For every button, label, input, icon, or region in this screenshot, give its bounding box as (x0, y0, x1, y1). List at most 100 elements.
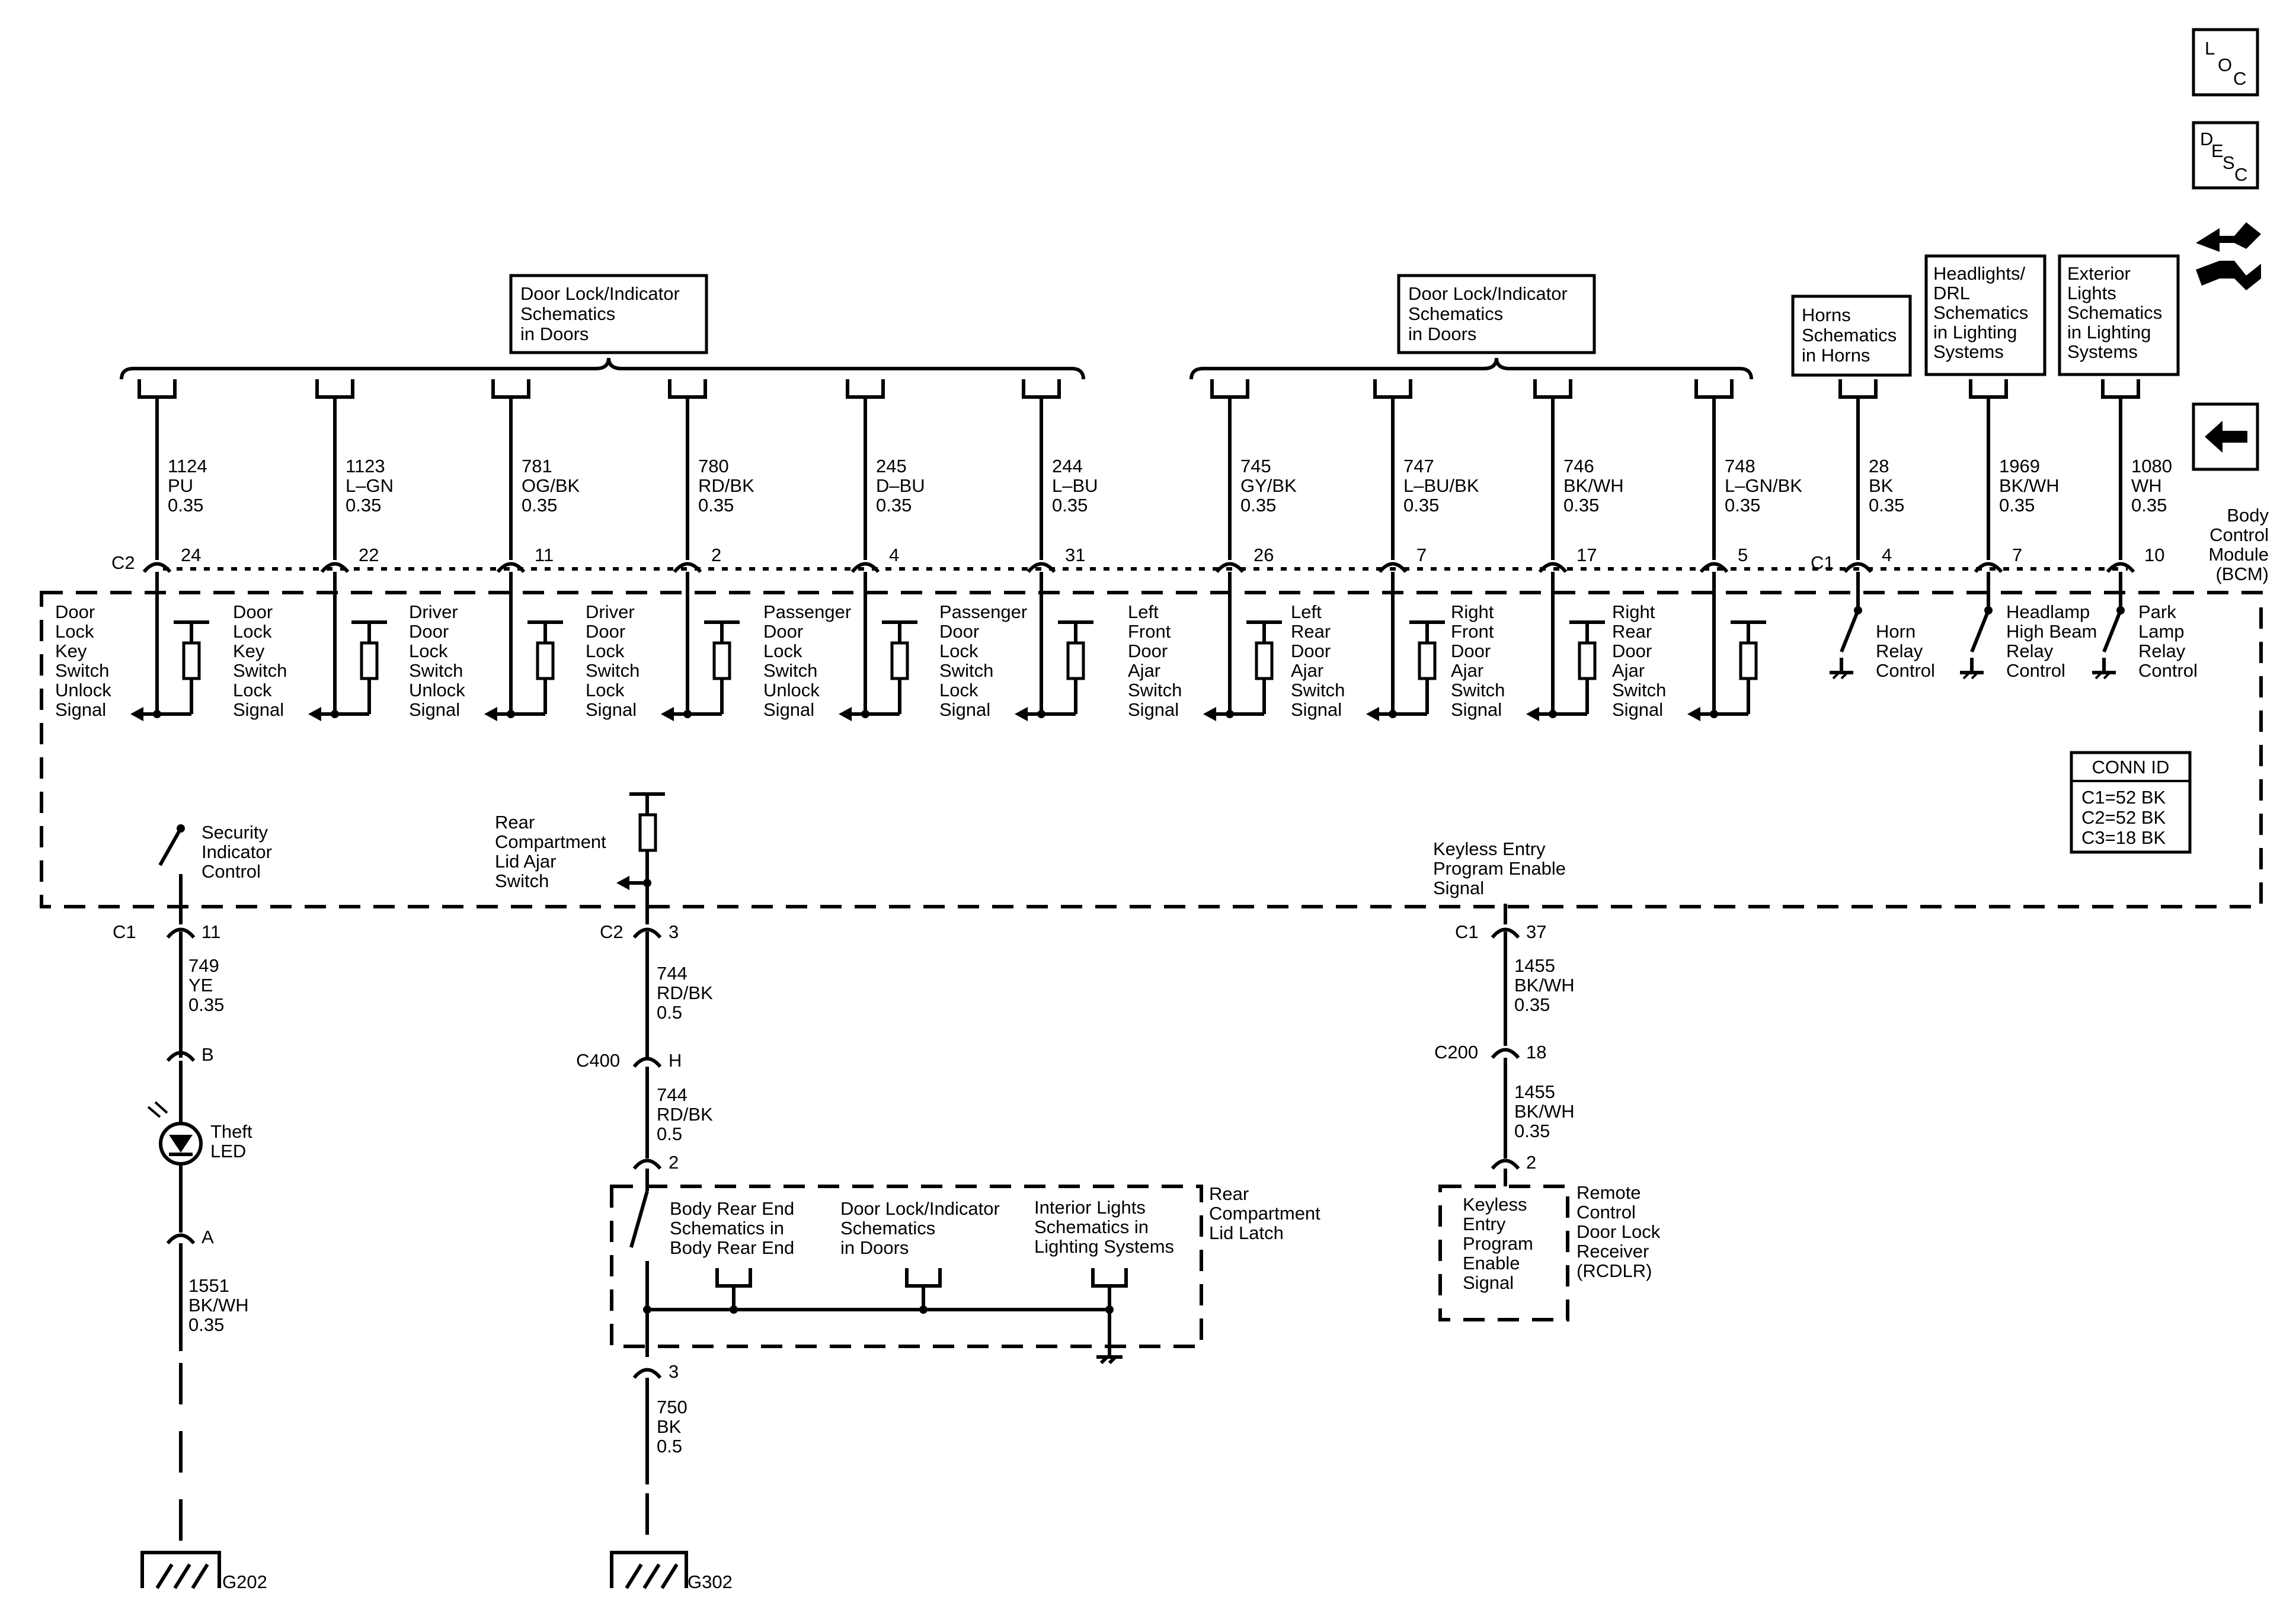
back-arrow-icon[interactable] (2192, 402, 2259, 471)
signal-arrow (1687, 707, 1700, 721)
keyless-label: Signal (1433, 878, 1484, 898)
relay-label: Lamp (2138, 621, 2185, 642)
signal-label: Signal (1612, 699, 1663, 720)
pin-number: 4 (1882, 545, 1892, 565)
ref-box-door-lock-right: Door Lock/Indicator Schematics in Doors (1397, 274, 1596, 354)
wire-color: L–GN/BK (1725, 475, 1802, 496)
low-side-switch (1840, 609, 1860, 653)
ref-text: Lighting Systems (1034, 1236, 1174, 1257)
wire-color: RD/BK (657, 1104, 713, 1125)
connector-label: C400 (576, 1050, 620, 1071)
signal-label: Ajar (1612, 660, 1645, 681)
led-label: LED (210, 1141, 246, 1161)
wire-size: 0.35 (1563, 495, 1599, 516)
rcdlr-outline (1438, 1185, 1569, 1321)
wire-color: RD/BK (698, 475, 754, 496)
ref-box-headlights: Headlights/ DRL Schematics in Lighting S… (1924, 254, 2046, 376)
wire-circuit: 744 (657, 963, 687, 984)
signal-label: Switch (939, 660, 993, 681)
swap-icon[interactable] (2196, 222, 2261, 290)
pin-connector: C2 (600, 921, 623, 942)
signal-label: Signal (409, 699, 460, 720)
security-indicator-circuit: Security Indicator Control C1 11 749 YE … (113, 822, 272, 1592)
connector-cup (142, 562, 172, 573)
wire-size: 0.35 (2131, 495, 2167, 516)
keyless-box-text: Keyless (1463, 1194, 1527, 1215)
wire-color: GY/BK (1240, 475, 1297, 496)
connector-label: C200 (1434, 1042, 1478, 1062)
signal-label: Left (1291, 601, 1322, 622)
wire-color: BK (1869, 475, 1894, 496)
signal-label: Door (233, 601, 273, 622)
relay-label: Park (2138, 601, 2176, 622)
loc-icon[interactable]: L O C (2192, 28, 2259, 97)
signal-arrow (484, 707, 497, 721)
signal-label: Rear (1291, 621, 1331, 642)
harness-terminal (1694, 379, 1734, 399)
wire-circuit: 1080 (2131, 456, 2172, 476)
low-side-switch (1970, 609, 1990, 653)
wire-circuit: 747 (1403, 456, 1434, 476)
pin-number: 7 (2012, 545, 2022, 565)
signal-label: Switch (1612, 680, 1666, 700)
wire-size: 0.35 (1725, 495, 1760, 516)
signal-label: Door (586, 621, 625, 642)
wire-size: 0.35 (1052, 495, 1088, 516)
conn-id-title: CONN ID (2092, 757, 2170, 777)
ref-text: Interior Lights (1034, 1197, 1146, 1218)
conn-id-table: CONN ID C1=52 BK C2=52 BK C3=18 BK (2070, 751, 2192, 854)
signal-label: Ajar (1451, 660, 1483, 681)
signal-label: Unlock (763, 680, 820, 700)
connector-cup (496, 562, 526, 573)
ground-symbol (610, 1551, 688, 1589)
wire-circuit: 746 (1563, 456, 1594, 476)
pin-number: 2 (711, 545, 721, 565)
desc-letter-s: S (2223, 152, 2235, 173)
keyless-box-text: Entry (1463, 1214, 1506, 1234)
ground-hatch (2103, 671, 2111, 680)
wire-circuit: 745 (1240, 456, 1271, 476)
signal-label: Lock (586, 641, 625, 661)
wire-size: 0.35 (1514, 1121, 1550, 1141)
rear-latch-outline (610, 1185, 1203, 1348)
pin-number: 7 (1416, 545, 1427, 565)
ref-text: in Doors (520, 324, 589, 344)
wire-color: L–GN (346, 475, 394, 496)
wire-size: 0.35 (188, 1314, 224, 1335)
signal-label: Lock (763, 641, 802, 661)
signal-wire-780: 780RD/BK0.352DriverDoorLockSwitchLockSig… (586, 379, 754, 721)
ref-text: Body Rear End (670, 1237, 794, 1258)
signal-label: Ajar (1128, 660, 1160, 681)
signal-label: Door (763, 621, 803, 642)
relay-label: Relay (2138, 641, 2186, 661)
wire-circuit: 1123 (346, 456, 385, 476)
harness-terminal (2101, 379, 2140, 399)
signal-arrow (1203, 707, 1216, 721)
ref-text: in Lighting (1933, 322, 2017, 343)
wire-size: 0.35 (1403, 495, 1439, 516)
loc-letter-c: C (2233, 68, 2246, 89)
signal-arrow (1526, 707, 1539, 721)
wire-circuit: 750 (657, 1397, 687, 1417)
wire-size: 0.5 (657, 1124, 682, 1144)
top-wire-group: 1124PU0.3524DoorLockKeySwitchUnlockSigna… (55, 379, 1802, 721)
low-side-switch (2102, 609, 2122, 653)
harness-terminal (1210, 379, 1249, 399)
pull-up-resistor (536, 641, 555, 680)
conn-id-line: C3=18 BK (2081, 827, 2166, 848)
ref-box-horns: Horns Schematics in Horns (1791, 295, 1912, 377)
connector-cup (673, 562, 702, 573)
signal-wire-746: 746BK/WH0.3517RightFrontDoorAjarSwitchSi… (1451, 379, 1624, 721)
signal-label: Unlock (55, 680, 111, 700)
keyless-label: Keyless Entry (1433, 838, 1546, 859)
pin-number: 11 (535, 545, 554, 565)
pin-number: 18 (1526, 1042, 1546, 1062)
rcdlr-label: (RCDLR) (1576, 1260, 1652, 1281)
desc-icon[interactable]: D E S C (2192, 121, 2259, 190)
pull-up-resistor (1066, 641, 1085, 680)
conn-id-line: C1=52 BK (2081, 787, 2166, 808)
signal-wire-245: 245D–BU0.354PassengerDoorLockSwitchUnloc… (763, 379, 925, 721)
wire-color: PU (168, 475, 193, 496)
wire-circuit: 744 (657, 1084, 687, 1105)
